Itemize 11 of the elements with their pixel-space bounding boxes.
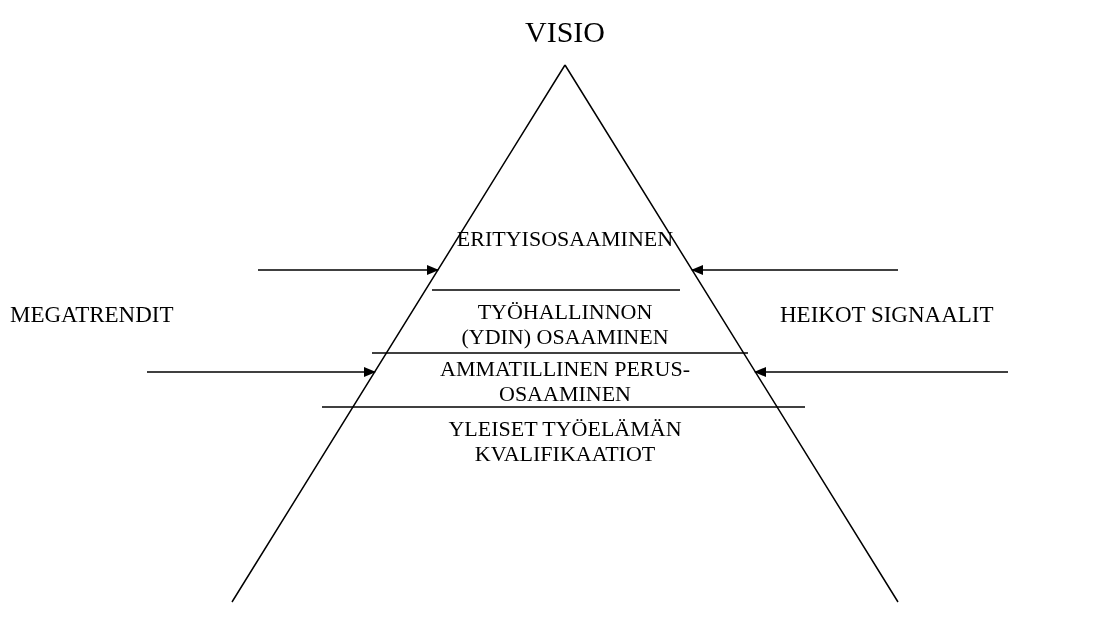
pyramid-level: TYÖHALLINNON (YDIN) OSAAMINEN <box>395 298 735 350</box>
side-label: HEIKOT SIGNAALIT <box>780 301 994 329</box>
pyramid-title: VISIO <box>524 15 606 49</box>
pyramid-level: YLEISET TYÖELÄMÄN KVALIFIKAATIOT <box>325 415 805 467</box>
arrow <box>257 265 439 275</box>
pyramid-level: ERITYISOSAAMINEN <box>438 212 692 284</box>
arrow <box>146 367 376 377</box>
pyramid-level: AMMATILLINEN PERUS- OSAAMINEN <box>375 356 755 405</box>
arrow <box>691 265 899 275</box>
arrow <box>754 367 1009 377</box>
side-label: MEGATRENDIT <box>10 301 174 329</box>
